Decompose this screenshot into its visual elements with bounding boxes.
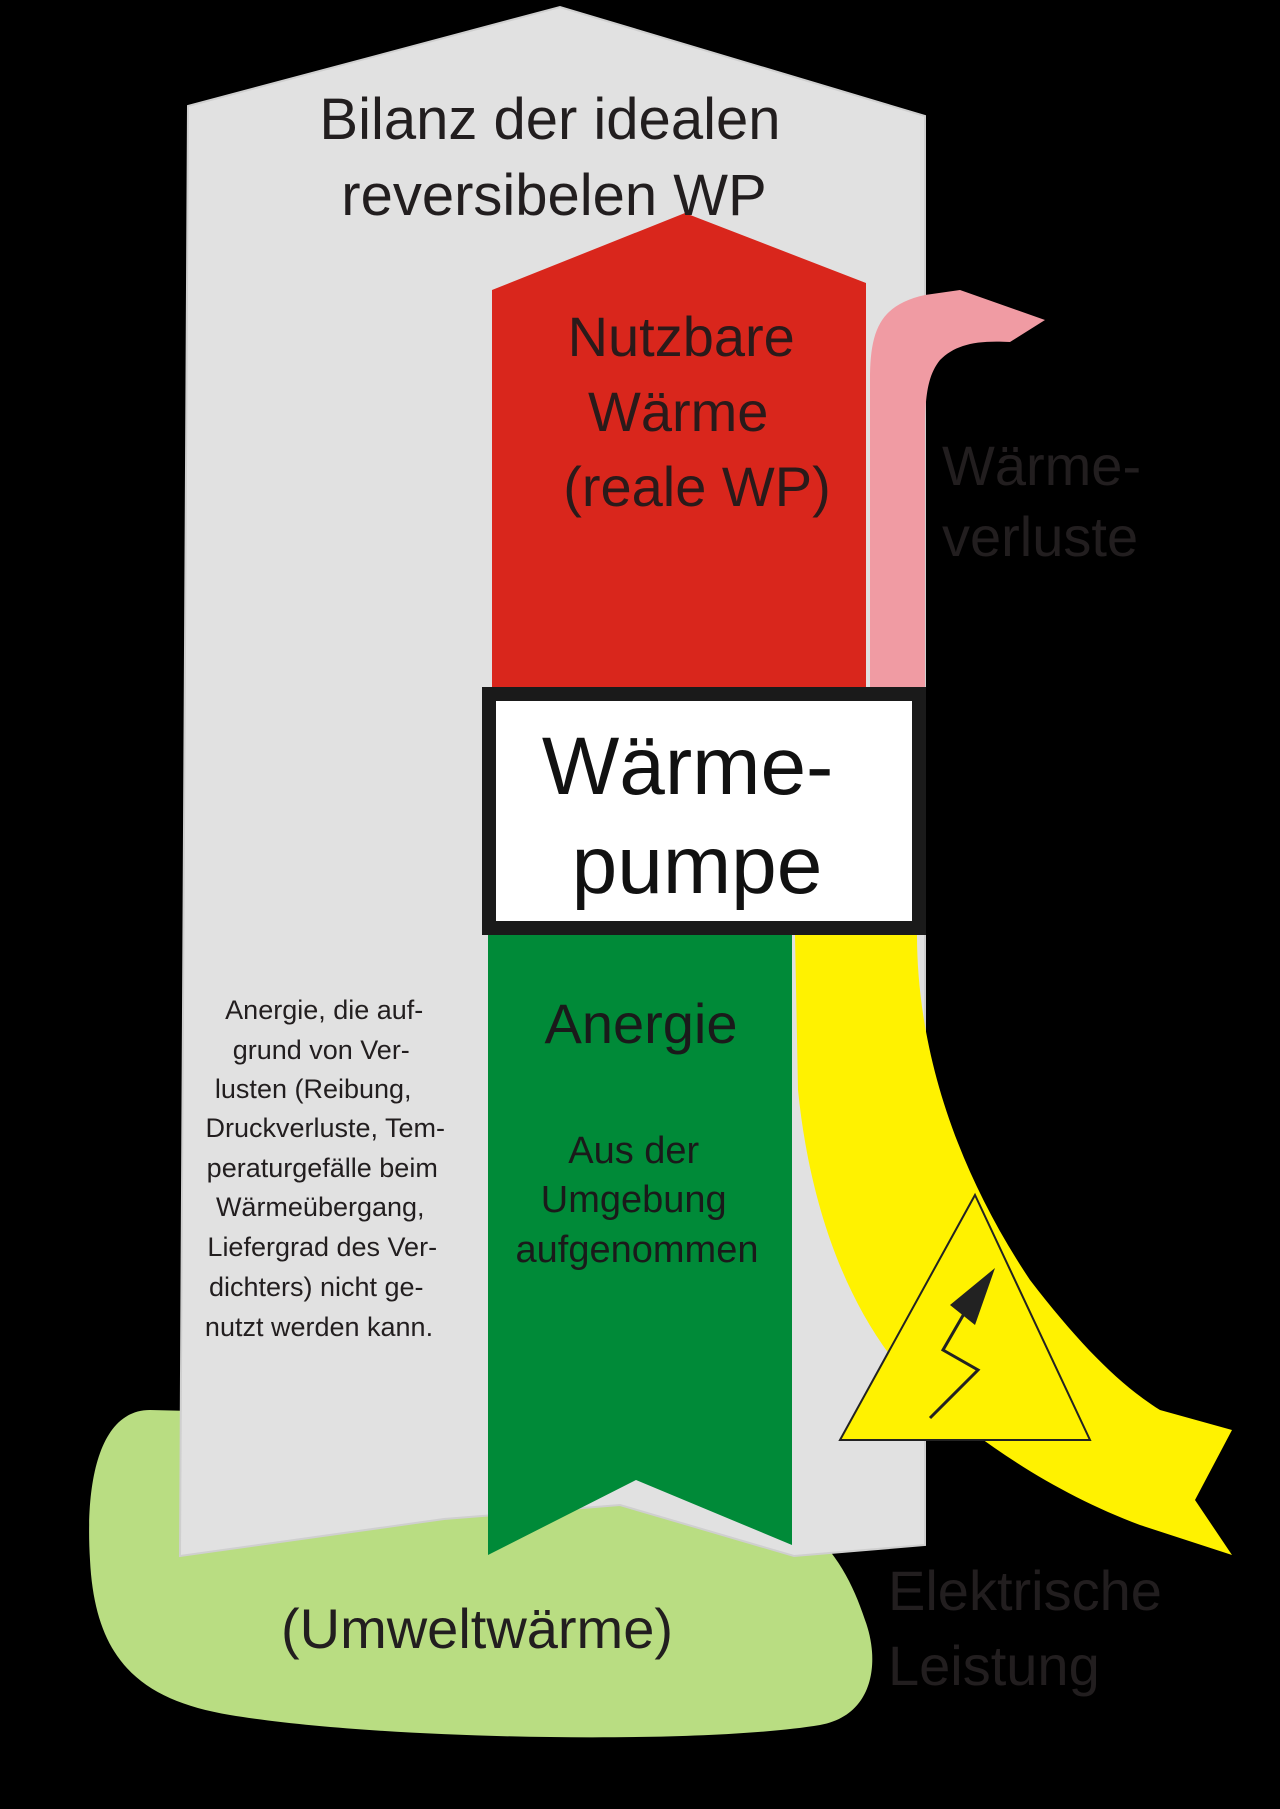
diagram-title: Bilanz der idealen reversibelen WP: [319, 87, 796, 228]
anergy-source-label: Aus der Umgebung aufgenommen: [516, 1130, 759, 1271]
high-voltage-warning-icon: [838, 1192, 1092, 1441]
loss-note: Anergie, die auf- grund von Ver- lusten …: [205, 995, 453, 1342]
heat-loss-flow: [870, 290, 1045, 720]
useful-heat-label: Nutzbare Wärme (reale WP): [563, 305, 831, 518]
heat-loss-label: Wärme- verluste: [942, 434, 1157, 568]
electric-power-label: Elektrische Leistung: [888, 1559, 1177, 1697]
ambient-heat-label: (Umweltwärme): [281, 1597, 673, 1660]
anergy-arrow: [488, 930, 792, 1555]
heat-pump-box: [482, 687, 926, 935]
anergy-label: Anergie: [544, 992, 737, 1055]
electric-power-flow: [795, 935, 1232, 1555]
useful-heat-arrow: [492, 213, 866, 720]
heat-pump-label: Wärme- pumpe: [542, 721, 856, 911]
